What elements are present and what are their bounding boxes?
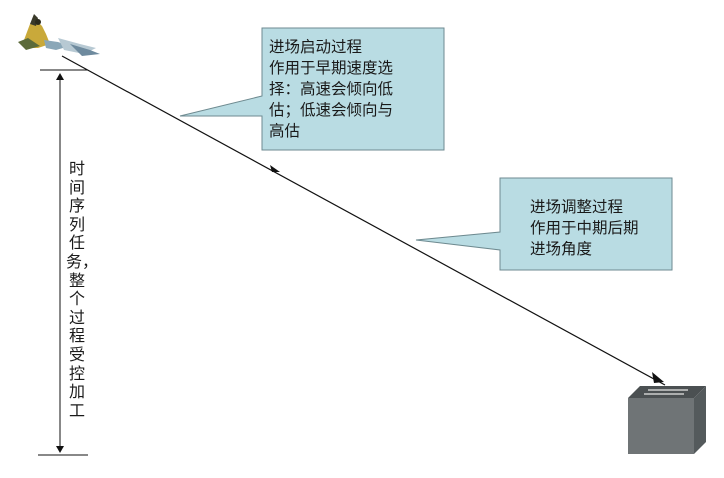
trajectory-line	[61, 55, 666, 386]
callout-adjust-shape	[415, 177, 673, 271]
callout-adjust-text: 进场调整过程 作用于中期后期 进场角度	[530, 197, 639, 260]
callout-adjust-line: 进场角度	[530, 240, 593, 258]
callout-adjust-line: 作用于中期后期	[530, 219, 639, 237]
trajectory-arrow-mid	[270, 165, 280, 172]
callout-start-text: 进场启动过程 作用于早期速度选 择：高速会倾向低 估；低速会倾向与 高估	[269, 37, 393, 142]
timeline-label: 时间序列任务，整个过程受控加工	[66, 159, 99, 420]
callout-start-line: 进场启动过程	[269, 38, 363, 56]
callout-start-line: 作用于早期速度选	[269, 59, 394, 77]
thrower-figure-icon	[18, 14, 100, 56]
callout-start-line: 择：高速会倾向低	[269, 80, 394, 98]
target-box-icon	[628, 386, 706, 454]
callout-start-line: 估；低速会倾向与	[269, 101, 394, 119]
trajectory-arrow-end	[652, 372, 664, 383]
callout-start-line: 高估	[269, 122, 301, 140]
callout-start-shape	[179, 27, 445, 151]
callout-adjust-line: 进场调整过程	[530, 198, 624, 216]
